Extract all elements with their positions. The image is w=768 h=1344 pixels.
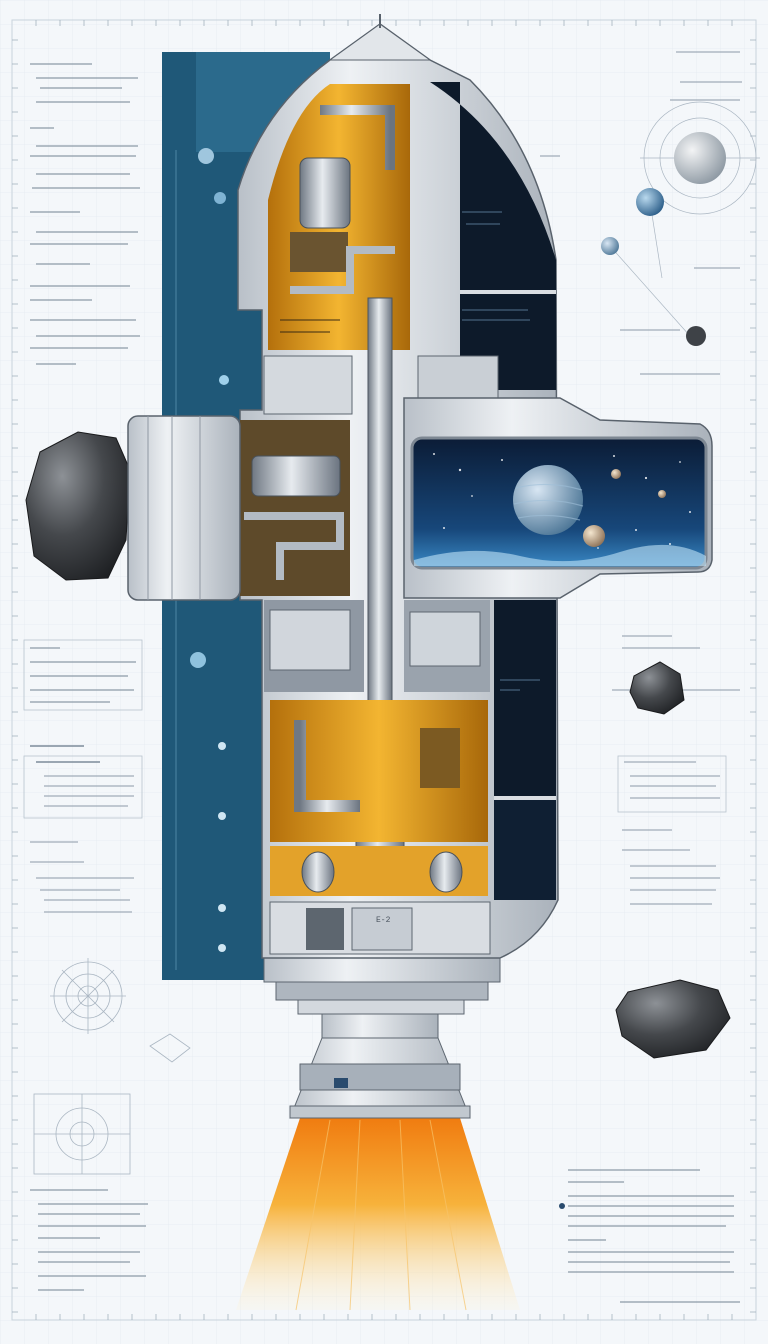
spec-panel-lower-left [23,745,143,913]
spec-text-block-top-left [30,63,140,365]
asteroid-icon [615,979,731,1059]
planet-icon [636,188,664,216]
planet-icon [601,237,619,255]
schematic-box-bottom-left [33,1033,191,1175]
spec-text-block-bottom-left [30,1189,148,1291]
planet-icon [658,490,666,498]
spec-text-block-top-right [540,51,742,375]
planet-icon [674,132,726,184]
crosshair-icon [50,958,126,1034]
planet-icon [686,326,706,346]
planet-icon [611,469,621,479]
planet-icon [583,525,605,547]
spec-panel-mid-left [23,639,143,711]
side-engine-pod [127,415,241,601]
thruster-exhaust [236,1118,520,1310]
asteroid-icon [25,431,131,581]
star-icon [433,453,691,549]
spec-panel-right [612,635,740,905]
frame-ticks [12,20,756,1320]
thruster-icon [289,1013,471,1119]
hull-plate-label: E-2 [376,916,391,925]
asteroid-icon [629,661,685,715]
spec-text-block-bottom-right [568,1169,740,1303]
